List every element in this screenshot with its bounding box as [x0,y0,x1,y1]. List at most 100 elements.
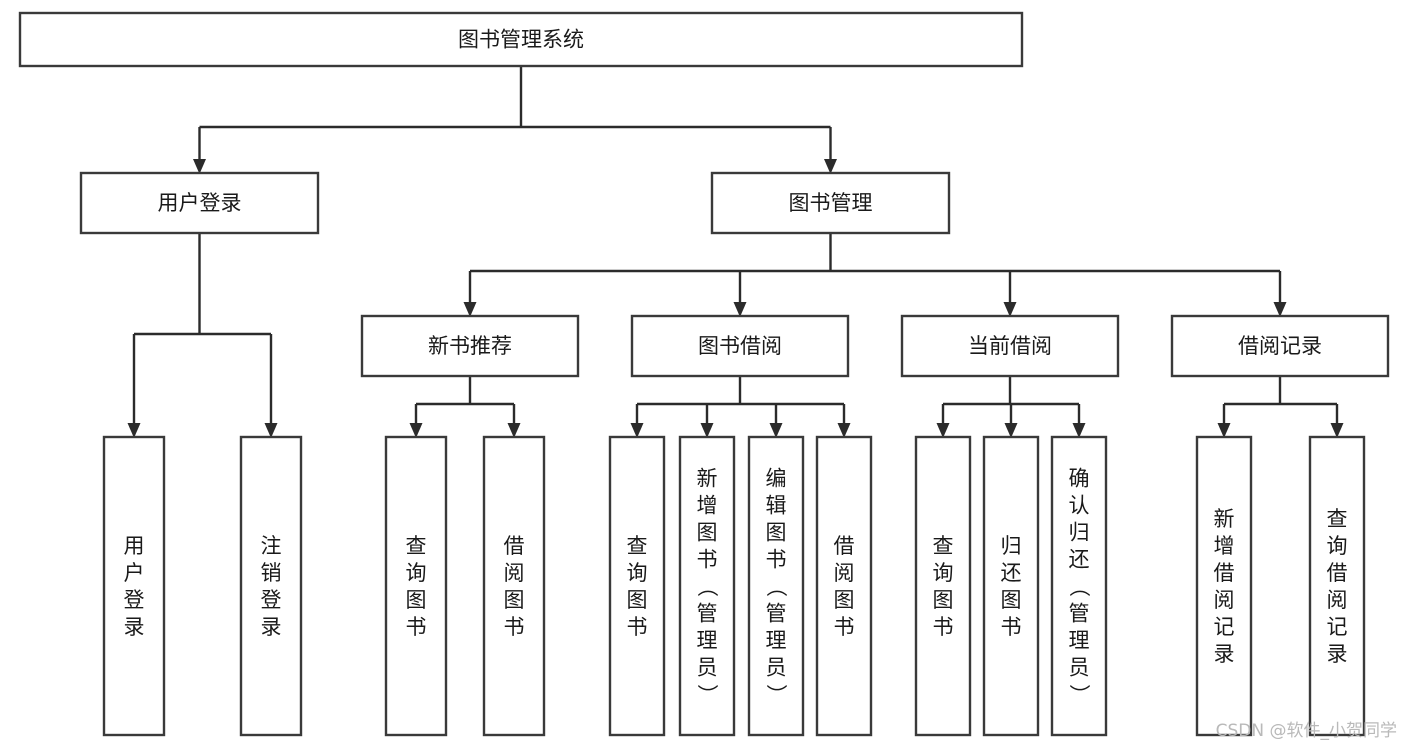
node-label-char: ） [1067,684,1091,705]
node-label-char: 书 [504,615,525,639]
node-label-char: 增 [1214,534,1235,558]
node-label-char: 录 [1214,642,1235,666]
node-label-char: 书 [406,615,427,639]
node-user-login[interactable]: 用户登录 [79,171,320,235]
node-label: 用户登录 [158,191,242,215]
node-label-char: 员 [766,656,787,680]
node-label-char: ） [695,684,719,705]
node-box[interactable] [710,171,951,235]
node-box[interactable] [900,314,1120,378]
node-label-char: 记 [1327,615,1348,639]
connector-layer [127,66,1344,438]
arrow-head-icon [264,423,278,438]
node-box[interactable] [815,435,873,737]
node-label-char: 录 [261,615,282,639]
node-box[interactable] [1195,435,1253,737]
node-box[interactable] [678,435,736,737]
node-leaf-user-login[interactable]: 用户登录 [102,435,166,737]
arrow-head-icon [1273,302,1287,317]
arrow-head-icon [769,423,783,438]
node-label-char: 编 [766,467,787,491]
node-label-char: 书 [627,615,648,639]
node-label-char: 书 [834,615,855,639]
arrow-head-icon [733,302,747,317]
node-box[interactable] [747,435,805,737]
arrow-head-icon [630,423,644,438]
node-label-char: 图 [627,588,648,612]
node-box[interactable] [914,435,972,737]
node-box[interactable] [982,435,1040,737]
arrow-head-icon [1004,423,1018,438]
node-box[interactable] [1050,435,1108,737]
node-label-char: 登 [261,588,282,612]
node-label-char: 记 [1214,615,1235,639]
node-label-char: 确 [1069,467,1090,491]
node-label-char: 理 [1069,629,1090,653]
node-label-char: 阅 [504,561,525,585]
node-label-char: 询 [1327,534,1348,558]
node-box[interactable] [360,314,580,378]
node-label-char: 认 [1069,494,1090,518]
node-label-char: （ [1067,576,1091,597]
node-label: 图书管理 [789,191,873,215]
node-box[interactable] [79,171,320,235]
node-box[interactable] [630,314,850,378]
node-label-char: 借 [1214,561,1235,585]
node-label-char: 借 [504,534,525,558]
arrow-head-icon [824,159,837,174]
arrow-head-icon [463,302,477,317]
arrow-head-icon [700,423,714,438]
node-label-char: 询 [627,561,648,585]
arrow-head-icon [193,159,206,174]
node-book-manage[interactable]: 图书管理 [710,171,951,235]
node-borrow-record[interactable]: 借阅记录 [1170,314,1390,378]
node-box[interactable] [239,435,303,737]
node-box[interactable] [18,11,1024,68]
node-label: 借阅记录 [1238,334,1322,358]
node-current-borrow[interactable]: 当前借阅 [900,314,1120,378]
node-label: 图书管理系统 [458,28,584,52]
node-box[interactable] [482,435,546,737]
node-label-char: 查 [933,534,954,558]
node-label-char: 图 [766,521,787,545]
arrow-head-icon [1330,423,1344,438]
node-label-char: 员 [697,656,718,680]
arrow-head-icon [1072,423,1086,438]
node-label-char: 借 [834,534,855,558]
node-box[interactable] [1170,314,1390,378]
node-book-borrow[interactable]: 图书借阅 [630,314,850,378]
node-label-char: 还 [1001,561,1022,585]
node-label-char: 询 [933,561,954,585]
node-label-char: 录 [1327,642,1348,666]
node-new-book-rec[interactable]: 新书推荐 [360,314,580,378]
node-box[interactable] [608,435,666,737]
node-root[interactable]: 图书管理系统 [18,11,1024,68]
node-label: 新书推荐 [428,334,512,358]
node-label-char: 管 [697,602,718,626]
node-box[interactable] [102,435,166,737]
node-label-char: 归 [1069,521,1090,545]
node-box[interactable] [1308,435,1366,737]
node-label-char: 书 [697,548,718,572]
node-label-char: 管 [1069,602,1090,626]
node-label-char: 图 [1001,588,1022,612]
node-label: 当前借阅 [968,334,1052,358]
node-box[interactable] [384,435,448,737]
node-label-char: 借 [1327,561,1348,585]
node-label-char: 员 [1069,656,1090,680]
node-label-char: 理 [697,629,718,653]
arrow-head-icon [1217,423,1231,438]
